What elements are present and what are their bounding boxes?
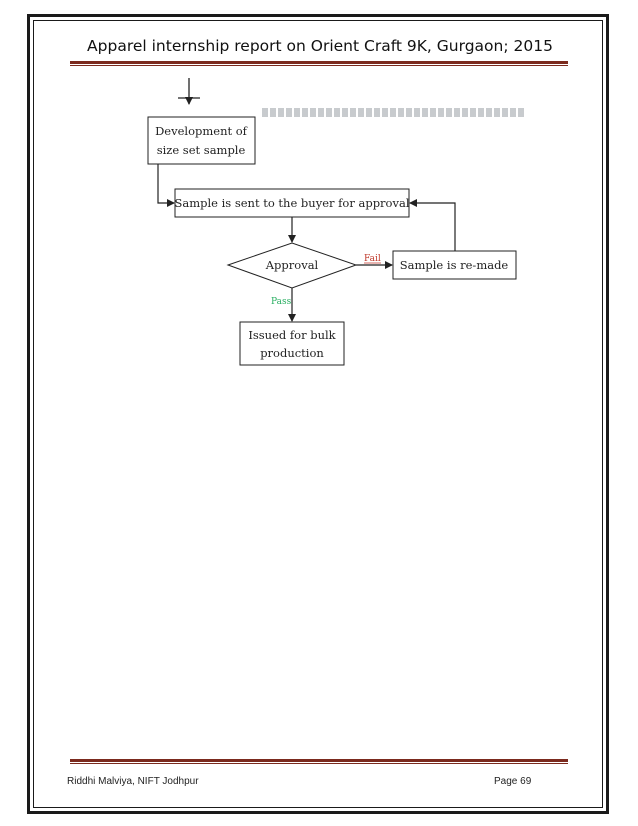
approval-text: Approval xyxy=(265,258,319,272)
page-border-outer xyxy=(27,14,609,814)
pass-label: Pass xyxy=(271,297,292,307)
header-title: Apparel internship report on Orient Craf… xyxy=(87,37,553,55)
bulk-text-line2: production xyxy=(260,346,324,360)
cropped-text-fragment xyxy=(262,108,526,117)
page-border-inner xyxy=(33,20,603,808)
connector-dev-to-sent xyxy=(157,164,175,207)
header-rule-thick xyxy=(70,61,568,64)
development-text-line1: Development of xyxy=(155,124,248,138)
bulk-production-box xyxy=(239,321,345,366)
footer-author: Riddhi Malviya, NIFT Jodhpur xyxy=(67,776,199,787)
header-rule-thin xyxy=(70,65,568,66)
development-text-line2: size set sample xyxy=(157,143,246,157)
bulk-text-line1: Issued for bulk xyxy=(248,328,336,342)
remade-text: Sample is re-made xyxy=(400,258,509,272)
development-box xyxy=(147,116,256,165)
fail-label: Fail xyxy=(364,254,381,264)
footer-page-number: Page 69 xyxy=(494,776,532,787)
footer-rule-thin xyxy=(70,763,568,764)
footer-rule-thick xyxy=(70,759,568,762)
connector-loop-back xyxy=(409,199,456,251)
sent-to-buyer-box xyxy=(174,188,410,218)
sent-to-buyer-text: Sample is sent to the buyer for approval xyxy=(174,196,409,210)
